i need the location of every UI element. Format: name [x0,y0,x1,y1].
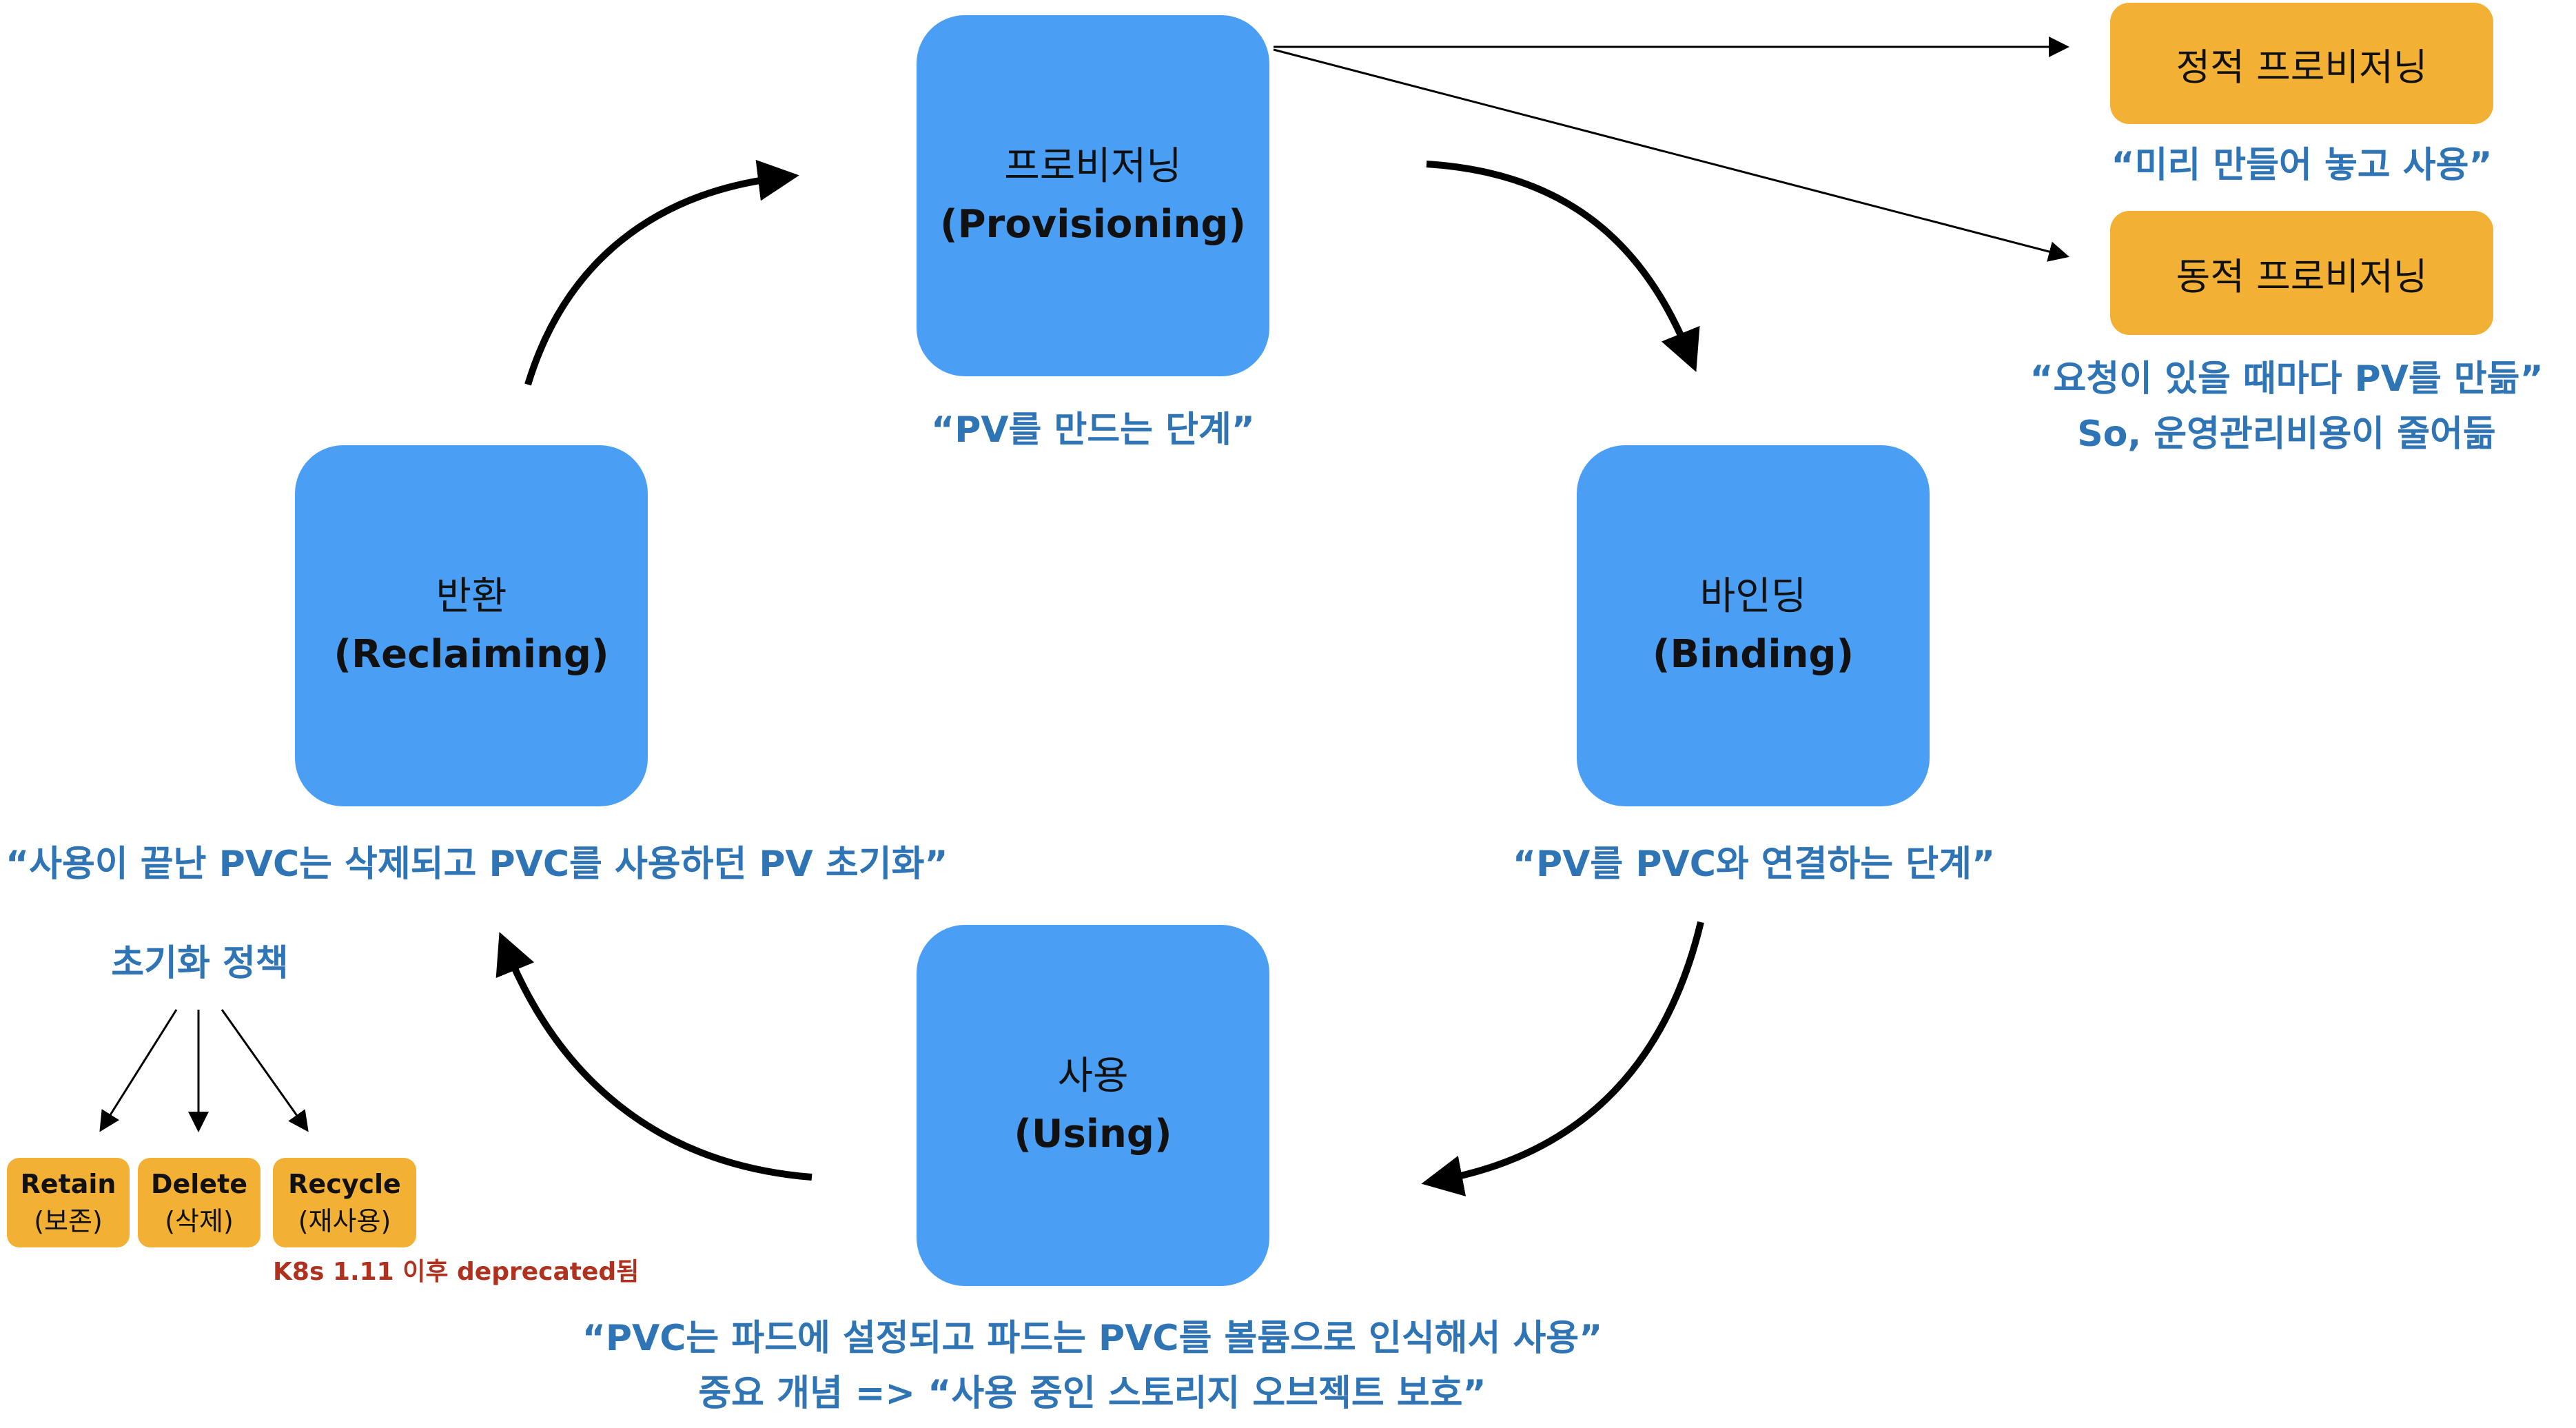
arrow-reclaiming-to-provisioning [524,159,799,386]
stage-using: 사용 (Using) [917,925,1269,1286]
arrow-to-retain [99,1009,178,1132]
policy-delete-en: Delete [150,1169,248,1199]
static-provisioning-tag: 정적 프로비저닝 [2110,3,2493,124]
using-desc-line2: 중요 개념 => “사용 중인 스토리지 오브젝트 보호” [698,1373,1486,1414]
stage-reclaiming-ko: 반환 [436,574,507,619]
dynamic-provisioning-desc-line2: So, 운영관리비용이 줄어듦 [2077,414,2496,455]
binding-desc: “PV를 PVC와 연결하는 단계” [1512,844,1996,885]
dynamic-provisioning-tag: 동적 프로비저닝 [2110,211,2493,335]
policy-delete: Delete (삭제) [138,1158,260,1247]
stage-provisioning-ko: 프로비저닝 [1004,144,1182,189]
stage-provisioning: 프로비저닝 (Provisioning) [917,15,1269,376]
stage-using-ko: 사용 [1057,1054,1129,1099]
policy-delete-ko: (삭제) [165,1206,234,1236]
arrow-to-recycle [221,1009,309,1132]
recycle-deprecated-note: K8s 1.11 이후 deprecated됨 [273,1258,640,1286]
reclaim-policy-title: 초기화 정책 [111,943,289,984]
stage-binding: 바인딩 (Binding) [1577,445,1930,806]
stage-using-en: (Using) [1014,1112,1172,1156]
using-desc-line1: “PVC는 파드에 설정되고 파드는 PVC를 볼륨으로 인식해서 사용” [582,1318,1603,1359]
policy-retain-ko: (보존) [34,1206,103,1236]
stage-reclaiming-en: (Reclaiming) [334,632,609,677]
arrow-binding-to-using [1421,921,1704,1196]
stage-provisioning-en: (Provisioning) [939,202,1247,247]
arrow-to-dynamic [1273,48,2069,262]
policy-recycle: Recycle (재사용) [273,1158,416,1247]
policy-retain: Retain (보존) [7,1158,130,1247]
policy-retain-en: Retain [20,1169,116,1199]
dynamic-provisioning-desc-line1: “요청이 있을 때마다 PV를 만듦” [2030,358,2544,400]
policy-recycle-en: Recycle [288,1169,401,1199]
provisioning-desc: “PV를 만드는 단계” [931,409,1255,451]
stage-reclaiming: 반환 (Reclaiming) [295,445,648,806]
policy-recycle-ko: (재사용) [298,1206,391,1236]
arrow-using-to-reclaiming [495,932,812,1181]
stage-binding-en: (Binding) [1652,632,1854,677]
reclaiming-desc: “사용이 끝난 PVC는 삭제되고 PVC를 사용하던 PV 초기화” [6,844,948,885]
arrow-provisioning-to-binding [1426,161,1700,372]
static-provisioning-desc: “미리 만들어 놓고 사용” [2111,145,2493,186]
stage-binding-ko: 바인딩 [1699,574,1807,619]
